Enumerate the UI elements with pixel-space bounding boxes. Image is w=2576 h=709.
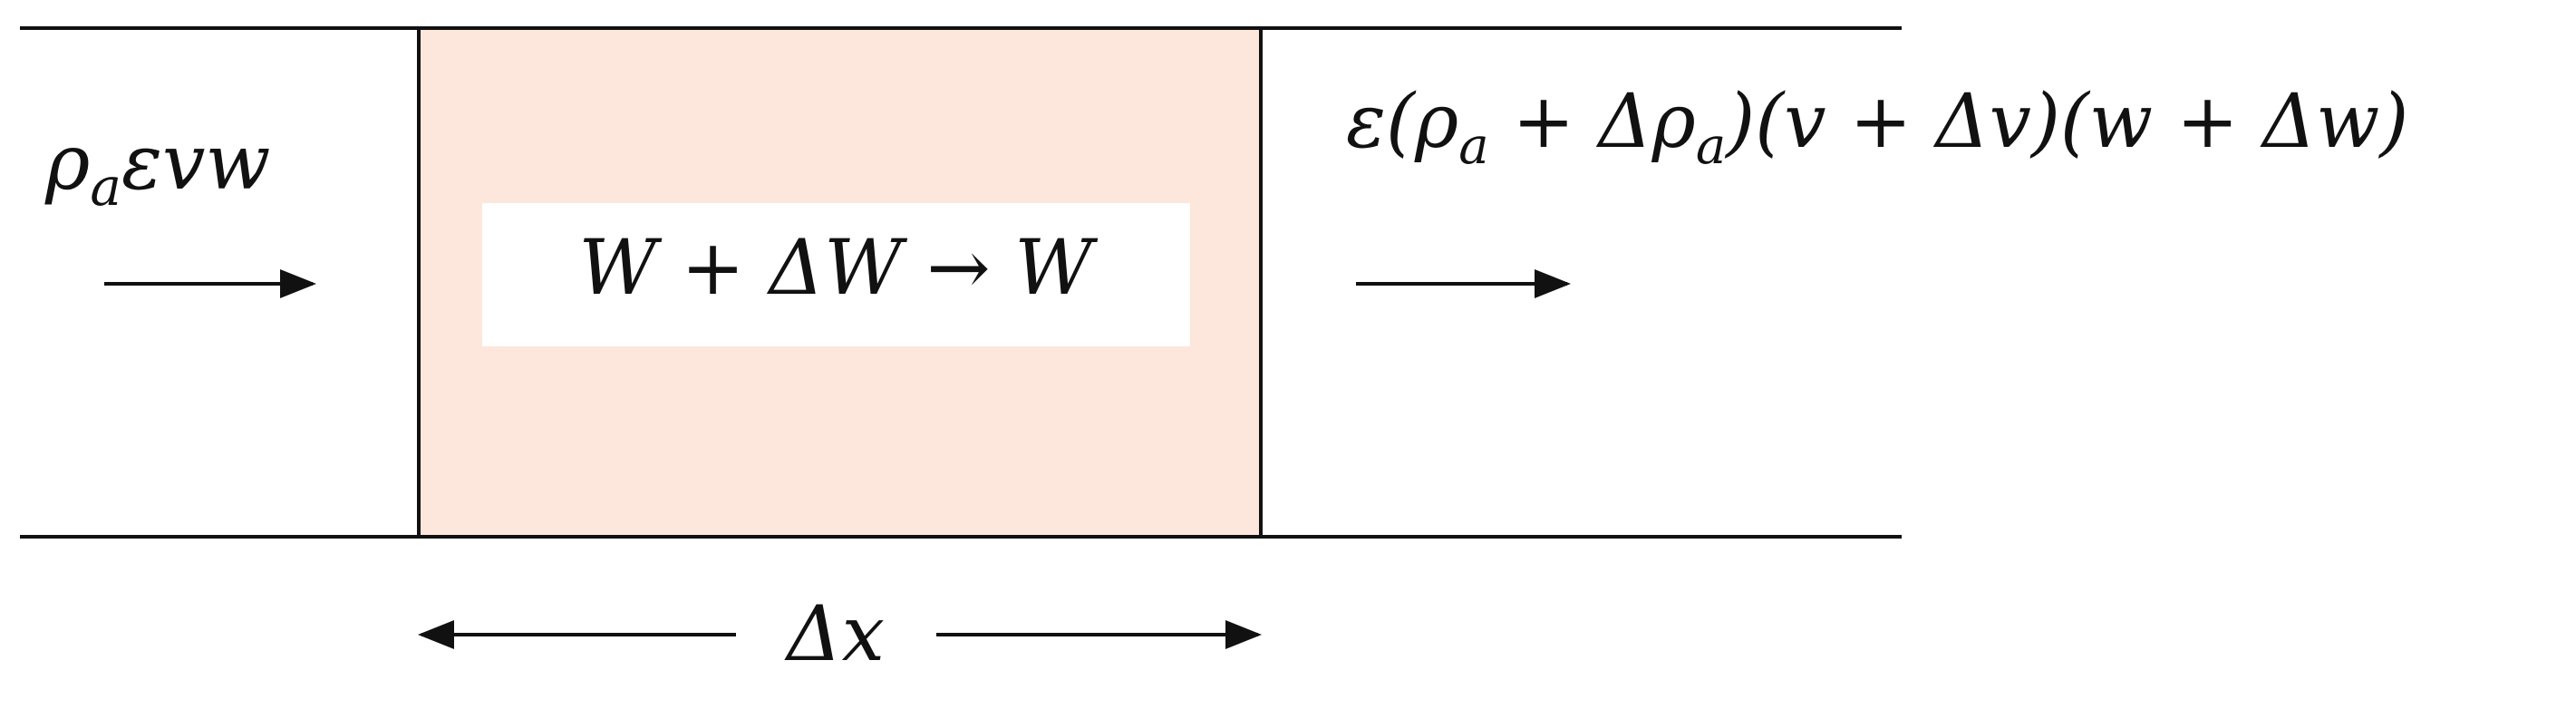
inflow-subscript-a: a [90, 156, 121, 218]
outflow-label: ε(ρa + Δρa)(v + Δv)(w + Δw) [1346, 79, 2408, 176]
control-volume-label: W + ΔW → W [578, 223, 1099, 312]
outflow-subscript-1: a [1458, 117, 1488, 176]
outflow-part-3: )(v + Δv)(w + Δw) [1724, 79, 2408, 165]
inflow-label: ρaεvw [44, 118, 270, 218]
control-volume-label-box [482, 203, 1190, 346]
outflow-part-1: ε(ρ [1346, 79, 1458, 165]
width-label: Δx [784, 589, 885, 678]
outflow-part-2: + Δρ [1489, 79, 1696, 165]
outflow-subscript-2: a [1696, 117, 1726, 176]
inflow-rho: ρ [44, 118, 90, 207]
inflow-rest: εvw [121, 118, 270, 207]
